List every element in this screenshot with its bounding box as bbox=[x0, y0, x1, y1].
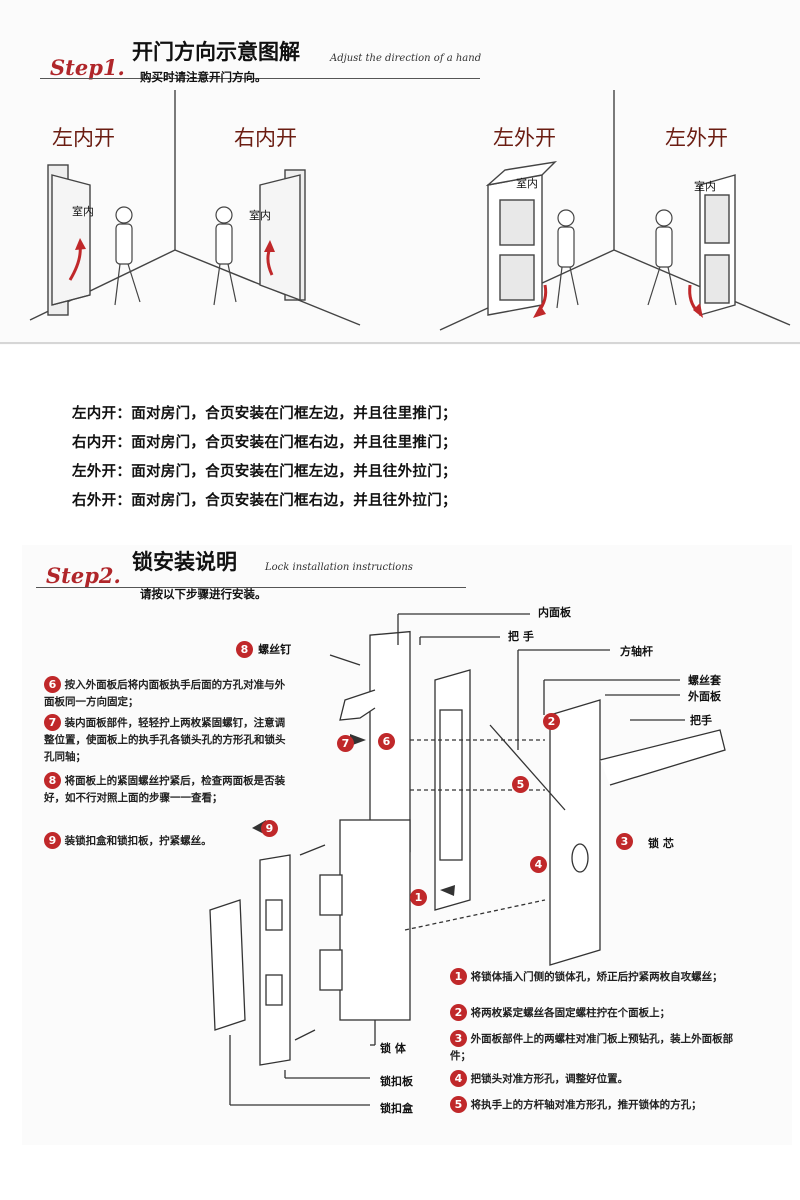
desc-line-3: 左外开：面对房门，合页安装在门框左边，并且往外拉门； bbox=[72, 464, 457, 480]
person-right-2 bbox=[647, 209, 677, 306]
step1-label: Step1. bbox=[50, 55, 125, 80]
left-step-6: 6 按入外面板后将内面板执手后面的方孔对准与外面板同一方向固定； bbox=[44, 676, 294, 711]
diagram-badge-2: 2 bbox=[543, 713, 560, 730]
right-badge-1: 1 bbox=[450, 968, 467, 985]
badge-9: 9 bbox=[44, 832, 61, 849]
lock-core-shape bbox=[571, 843, 589, 873]
part-outer-panel: 外面板 bbox=[688, 690, 721, 703]
left-step-6-text: 按入外面板后将内面板执手后面的方孔对准与外面板同一方向固定； bbox=[44, 679, 286, 708]
door-label-2: 右内开 bbox=[234, 126, 297, 150]
diagram-badge-5: 5 bbox=[512, 776, 529, 793]
part-lock-body: 锁 体 bbox=[380, 1042, 406, 1055]
step2-label: Step2. bbox=[46, 563, 121, 588]
right-badge-3: 3 bbox=[450, 1030, 467, 1047]
right-badge-5: 5 bbox=[450, 1096, 467, 1113]
lock-diagram bbox=[209, 613, 726, 1106]
direction-descriptions: 左内开：面对房门，合页安装在门框左边，并且往里推门； 右内开：面对房门，合页安装… bbox=[72, 402, 457, 510]
left-step-8-text: 将面板上的紧固螺丝拧紧后，检查两面板是否装好，如不行对照上面的步骤一一查看； bbox=[44, 775, 286, 804]
step1-panel bbox=[0, 0, 800, 345]
desc-line-4: 右外开：面对房门，合页安装在门框右边，并且往外拉门； bbox=[72, 493, 457, 509]
outer-handle-shape bbox=[599, 729, 726, 786]
badge-7: 7 bbox=[44, 714, 61, 731]
desc-line-1: 左内开：面对房门，合页安装在门框左边，并且往里推门； bbox=[72, 406, 457, 422]
door-label-4: 左外开 bbox=[665, 126, 728, 150]
room-left bbox=[29, 90, 361, 326]
door-diagrams bbox=[29, 90, 791, 331]
right-step-1-text: 将锁体插入门侧的锁体孔，矫正后拧紧两枚自攻螺丝； bbox=[470, 971, 723, 983]
person-left-1 bbox=[114, 206, 141, 306]
diagram-badge-4: 4 bbox=[530, 856, 547, 873]
part-handle-right: 把手 bbox=[690, 714, 712, 727]
left-step-7-text: 装内面板部件，轻轻拧上两枚紧固螺钉，注意调整位置，使面板上的执手孔各锁头孔的方形… bbox=[44, 717, 286, 763]
right-step-1: 1 将锁体插入门侧的锁体孔，矫正后拧紧两枚自攻螺丝； bbox=[450, 968, 750, 986]
step2-hint: 请按以下步骤进行安装。 bbox=[140, 587, 267, 601]
part-strike-plate: 锁扣板 bbox=[380, 1075, 413, 1088]
diagram-badge-3: 3 bbox=[616, 833, 633, 850]
right-badge-2: 2 bbox=[450, 1004, 467, 1021]
step2-underline bbox=[36, 587, 466, 588]
right-step-5: 5 将执手上的方杆轴对准方形孔，推开锁体的方孔； bbox=[450, 1096, 750, 1114]
outer-panel-shape bbox=[549, 699, 601, 966]
diagram-badge-6: 6 bbox=[378, 733, 395, 750]
step1-title: 开门方向示意图解 bbox=[132, 40, 300, 64]
diagram-badge-1: 1 bbox=[410, 889, 427, 906]
room-right bbox=[439, 90, 791, 331]
room-label-4: 室内 bbox=[694, 180, 716, 193]
strike-plate-shape bbox=[259, 854, 291, 1066]
screw-label-text: 螺丝钉 bbox=[258, 643, 292, 656]
step1-underline bbox=[40, 78, 480, 79]
part-strike-box: 锁扣盒 bbox=[380, 1102, 413, 1115]
part-square-shaft: 方轴杆 bbox=[620, 645, 653, 658]
right-step-4-text: 把锁头对准方形孔，调整好位置。 bbox=[470, 1073, 629, 1085]
step1-hint: 购买时请注意开门方向。 bbox=[140, 70, 267, 84]
part-handle-top: 把 手 bbox=[508, 630, 534, 643]
right-step-2-text: 将两枚紧定螺丝各固定螺柱拧在个面板上； bbox=[470, 1007, 671, 1019]
room-label-1: 室内 bbox=[72, 205, 94, 218]
step1-subtitle-en: Adjust the direction of a hand bbox=[330, 53, 482, 64]
left-step-9-text: 装锁扣盒和锁扣板，拧紧螺丝。 bbox=[64, 835, 212, 847]
left-step-8: 8 将面板上的紧固螺丝拧紧后，检查两面板是否装好，如不行对照上面的步骤一一查看； bbox=[44, 772, 294, 807]
desc-line-2: 右内开：面对房门，合页安装在门框右边，并且往里推门； bbox=[72, 435, 457, 451]
right-badge-4: 4 bbox=[450, 1070, 467, 1087]
step2-title: 锁安装说明 bbox=[132, 550, 237, 574]
room-label-2: 室内 bbox=[249, 209, 271, 222]
diagram-badge-9: 9 bbox=[261, 820, 278, 837]
room-label-3: 室内 bbox=[516, 177, 538, 190]
section-separator bbox=[0, 342, 800, 344]
right-step-4: 4 把锁头对准方形孔，调整好位置。 bbox=[450, 1070, 750, 1088]
right-step-5-text: 将执手上的方杆轴对准方形孔，推开锁体的方孔； bbox=[470, 1099, 702, 1111]
door-label-3: 左外开 bbox=[493, 126, 556, 150]
part-inner-panel: 内面板 bbox=[538, 606, 571, 619]
badge-6: 6 bbox=[44, 676, 61, 693]
right-step-2: 2 将两枚紧定螺丝各固定螺柱拧在个面板上； bbox=[450, 1004, 750, 1022]
part-lock-core: 锁 芯 bbox=[648, 837, 674, 850]
strike-box-shape bbox=[209, 899, 246, 1031]
inner-handle-shape bbox=[339, 689, 376, 721]
part-screw-sleeve: 螺丝套 bbox=[688, 674, 721, 687]
badge-8a: 8 bbox=[236, 641, 253, 658]
left-step-9: 9 装锁扣盒和锁扣板，拧紧螺丝。 bbox=[44, 832, 294, 850]
square-shaft-shape bbox=[489, 724, 566, 811]
left-step-7: 7 装内面板部件，轻轻拧上两枚紧固螺钉，注意调整位置，使面板上的执手孔各锁头孔的… bbox=[44, 714, 294, 766]
right-step-3: 3 外面板部件上的两螺柱对准门板上预钻孔，装上外面板部件； bbox=[450, 1030, 750, 1065]
step2-subtitle-en: Lock installation instructions bbox=[265, 562, 413, 573]
diagram-badge-7: 7 bbox=[337, 735, 354, 752]
screw-label: 8 螺丝钉 bbox=[236, 638, 291, 658]
badge-8b: 8 bbox=[44, 772, 61, 789]
right-step-3-text: 外面板部件上的两螺柱对准门板上预钻孔，装上外面板部件； bbox=[450, 1033, 734, 1062]
person-right-1 bbox=[556, 209, 579, 309]
person-left-2 bbox=[213, 206, 237, 306]
door-label-1: 左内开 bbox=[52, 126, 115, 150]
lock-body-shape bbox=[339, 819, 411, 1021]
